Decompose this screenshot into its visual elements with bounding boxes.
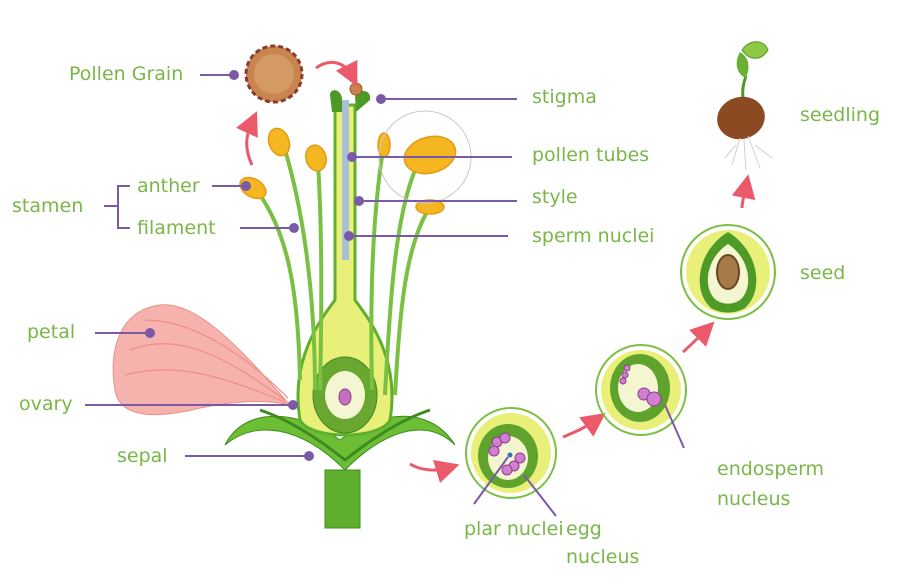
seedling-shape — [717, 41, 773, 171]
label-filament: filament — [137, 217, 216, 239]
petal-shape — [112, 304, 292, 416]
label-seed: seed — [800, 262, 846, 284]
label-pollen-grain: Pollen Grain — [69, 63, 184, 85]
pollen-grain-shape — [244, 44, 304, 104]
label-polar-nuclei: plar nuclei — [464, 518, 564, 540]
label-seedling: seedling — [800, 104, 880, 126]
label-ovary: ovary — [19, 393, 73, 415]
label-sperm-nuclei: sperm nuclei — [532, 225, 655, 247]
label-endosperm-nucleus-line2: nucleus — [717, 488, 791, 510]
process-arrows — [236, 59, 756, 483]
pistil-shape — [296, 82, 394, 437]
flower-base — [224, 408, 456, 529]
filaments — [256, 149, 430, 396]
label-anther: anther — [137, 175, 200, 197]
leader-lines — [85, 70, 685, 517]
label-petal: petal — [27, 321, 76, 343]
seed-shape — [680, 224, 776, 320]
label-pollen-tubes: pollen tubes — [532, 144, 650, 166]
ovule-endosperm — [595, 344, 687, 436]
label-sepal: sepal — [117, 445, 168, 467]
label-egg-nucleus-line2: nucleus — [566, 546, 640, 568]
label-style: style — [532, 186, 578, 208]
label-stigma: stigma — [532, 86, 597, 108]
label-egg-nucleus-line1: egg — [566, 518, 602, 540]
label-stamen: stamen — [12, 195, 84, 217]
label-endosperm-nucleus-line1: endosperm — [717, 458, 825, 480]
ovule-fertilization — [465, 407, 557, 499]
